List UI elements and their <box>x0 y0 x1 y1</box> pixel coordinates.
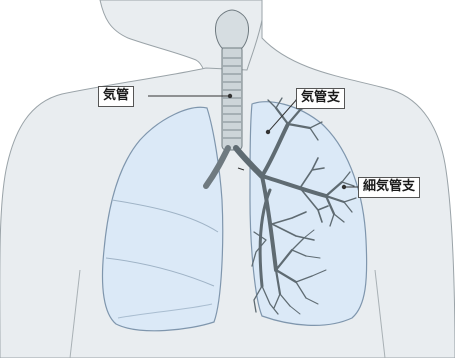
bronchiole-label: 細気管支 <box>358 177 420 198</box>
bronchiole-leader-dot <box>342 185 346 189</box>
trachea-label: 気管 <box>98 86 134 107</box>
larynx <box>215 10 248 48</box>
trachea-leader-dot <box>228 94 232 98</box>
bronchus-leader-dot <box>266 130 270 134</box>
bronchus-label: 気管支 <box>296 88 345 109</box>
